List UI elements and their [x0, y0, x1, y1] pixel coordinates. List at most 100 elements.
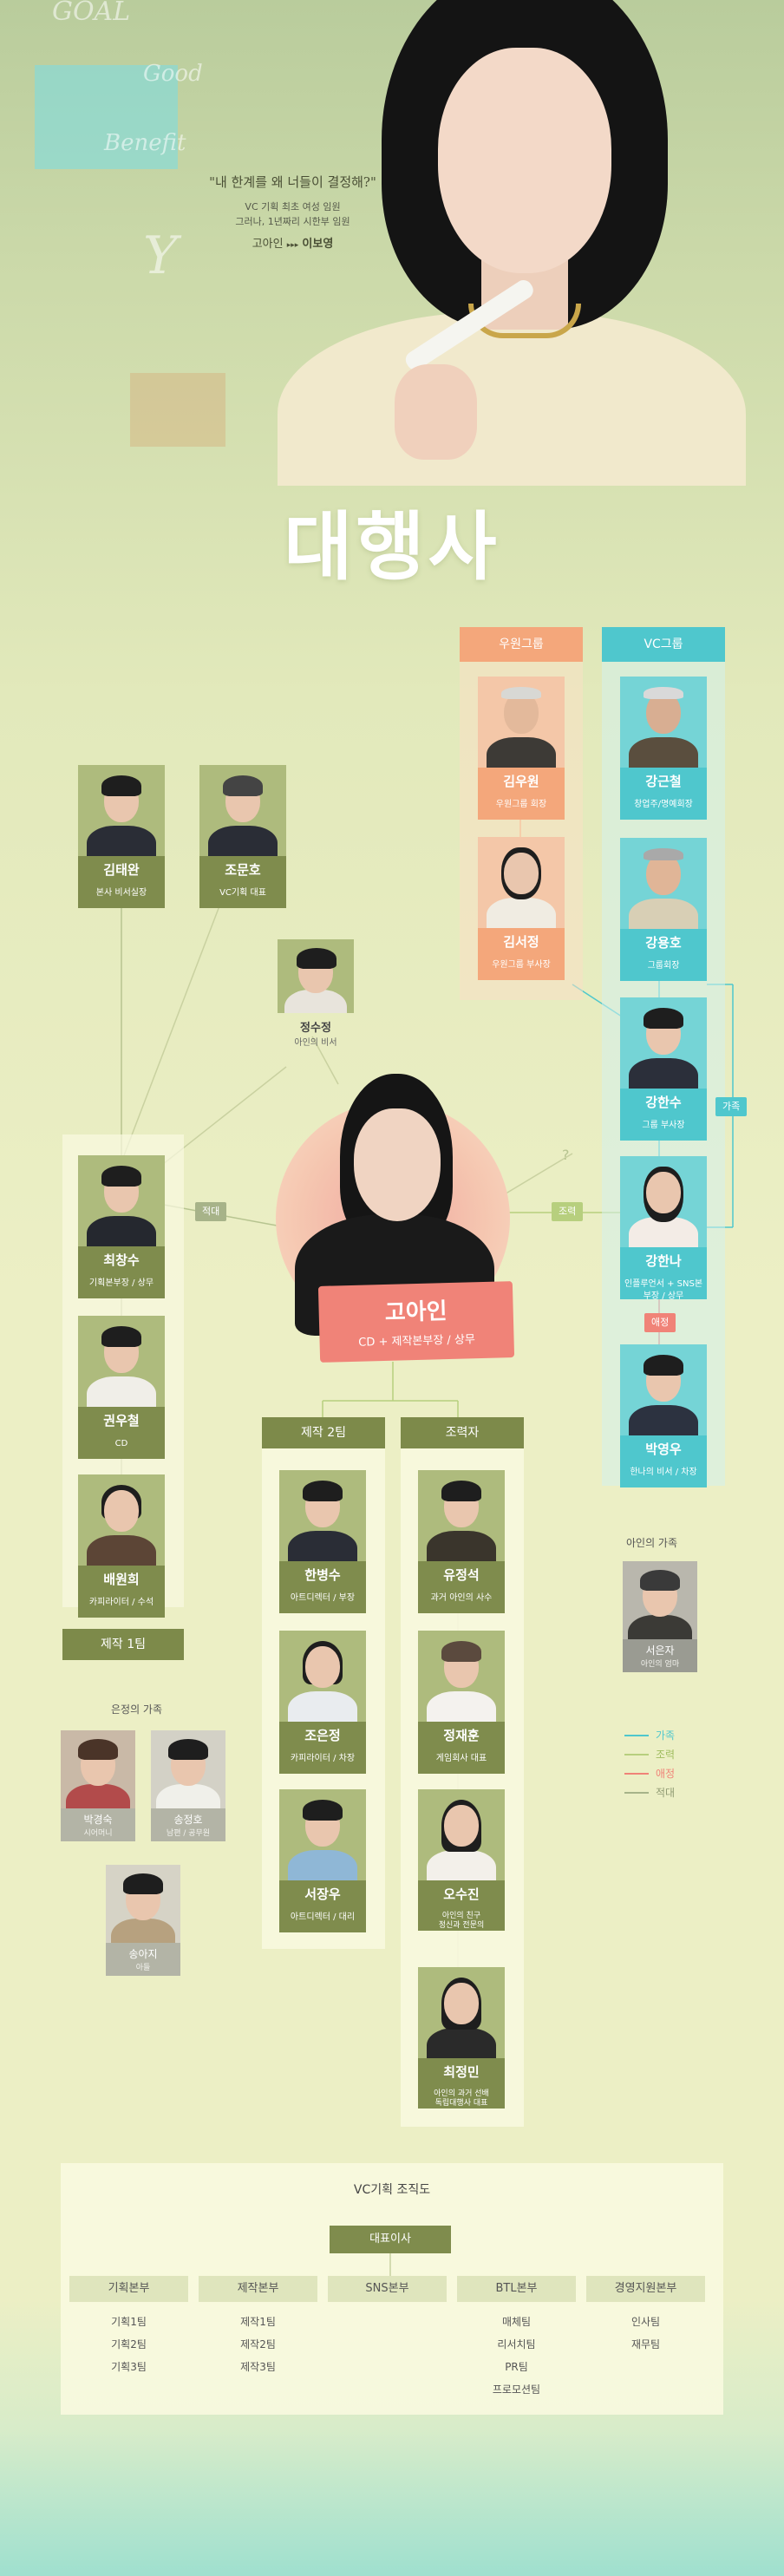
org-team: 프로모션팀 [492, 2383, 541, 2396]
legend-swatch [624, 1735, 649, 1736]
org-team: 제작1팀 [240, 2316, 276, 2328]
character-role: 그룹회장 [647, 961, 680, 971]
character-role: 독립대행사 대표 [434, 2099, 488, 2108]
character-card-song-aji[interactable]: 송아지 아들 [106, 1865, 180, 1976]
box-decoration [130, 373, 225, 447]
legend: 가족 조력 애정 적대 [624, 1726, 675, 1802]
character-card-choi-jungmin[interactable]: 최정민 아인의 과거 선배 독립대행사 대표 [418, 1967, 505, 2109]
character-role: 아인의 엄마 [640, 1660, 680, 1669]
rival-line [121, 862, 237, 1163]
org-team: 인사팀 [630, 2316, 661, 2328]
hero-banner: GOAL Good Benefit Y "내 한계를 왜 너들이 결정해?" V… [0, 0, 784, 486]
character-card-seo-eunja[interactable]: 서은자 아인의 엄마 [623, 1561, 697, 1672]
org-division-header: BTL본부 [457, 2276, 576, 2302]
character-role: 기획본부장 / 상무 [88, 1278, 154, 1288]
character-name: 서장우 [304, 1886, 341, 1902]
character-photo [418, 1470, 505, 1561]
org-team: 리서치팀 [497, 2338, 536, 2350]
character-role: 아인의 비서 [294, 1038, 337, 1048]
character-name: 김우원 [503, 774, 539, 789]
character-card-jung-sujung[interactable]: 정수정 아인의 비서 [278, 939, 354, 1048]
character-card-oh-sujin[interactable]: 오수진 아인의 친구 정신과 전문의 [418, 1789, 505, 1931]
legend-swatch [624, 1773, 649, 1775]
character-photo [478, 837, 565, 928]
character-photo [620, 838, 707, 929]
org-division-header: 기획본부 [69, 2276, 188, 2302]
character-name: 김서정 [503, 934, 539, 950]
character-photo [78, 765, 165, 856]
org-team: 제작2팀 [240, 2338, 276, 2350]
lead-portrait-face [438, 48, 611, 273]
character-card-park-kyungsuk[interactable]: 박경숙 시어머니 [61, 1730, 135, 1841]
character-name: 김태완 [103, 862, 140, 878]
character-photo [61, 1730, 135, 1808]
character-role: CD [114, 1439, 128, 1448]
character-role: 우원그룹 회장 [495, 800, 547, 809]
org-team: 기획1팀 [111, 2316, 147, 2328]
character-name: 송아지 [128, 1948, 158, 1960]
character-name: 박영우 [645, 1442, 682, 1457]
character-role: 아트디렉터 / 대리 [290, 1912, 356, 1922]
character-card-jo-munho[interactable]: 조문호 VC기획 대표 [199, 765, 286, 908]
lead-portrait-body [278, 312, 746, 486]
legend-label: 애정 [656, 1768, 676, 1780]
legend-label: 적대 [656, 1787, 676, 1799]
hero-quote: "내 한계를 왜 너들이 결정해?" [209, 174, 376, 190]
character-photo [78, 1474, 165, 1566]
lead-name-plate[interactable]: 고아인 CD + 제작본부장 / 상무 [317, 1281, 515, 1363]
org-team: 재무팀 [630, 2338, 661, 2350]
ain-family-title: 아인의 가족 [626, 1537, 678, 1549]
lead-role: CD + 제작본부장 / 상무 [358, 1333, 476, 1350]
character-name: 조문호 [225, 862, 261, 878]
legend-label: 조력 [656, 1749, 676, 1761]
character-name: 서은자 [645, 1644, 675, 1657]
legend-label: 가족 [656, 1729, 676, 1742]
character-role: 카피라이터 / 수석 [88, 1598, 154, 1607]
character-role: 정신과 전문의 [438, 1921, 485, 1930]
character-photo [151, 1730, 225, 1808]
character-photo [418, 1967, 505, 2058]
org-division: 기획본부 기획1팀 기획2팀 기획3팀 [69, 2276, 188, 2378]
scribble-text: Good [143, 61, 203, 87]
character-name: 유정석 [443, 1567, 480, 1583]
character-name: 강한수 [645, 1095, 682, 1110]
team2-header: 제작 2팀 [262, 1417, 385, 1448]
legend-swatch [624, 1754, 649, 1755]
org-division: 제작본부 제작1팀 제작2팀 제작3팀 [199, 2276, 317, 2378]
character-card-song-jungho[interactable]: 송정호 남편 / 공무원 [151, 1730, 225, 1841]
character-name: 조은정 [304, 1728, 341, 1743]
scribble-text: GOAL [52, 0, 131, 27]
character-name: 강한나 [645, 1253, 682, 1269]
character-photo [279, 1631, 366, 1722]
character-role: VC기획 대표 [219, 888, 266, 898]
character-photo [478, 677, 565, 768]
legend-item: 적대 [624, 1783, 675, 1802]
hero-desc-line: 그러나, 1년짜리 시한부 임원 [235, 216, 350, 227]
org-team: PR팀 [505, 2361, 528, 2373]
lead-portrait-hand [395, 364, 477, 460]
love-tag: 애정 [644, 1313, 676, 1332]
character-name: 배원희 [103, 1572, 140, 1587]
hero-desc-line: VC 기획 최초 여성 임원 [245, 201, 341, 212]
team1-header: 제작 1팀 [62, 1629, 184, 1660]
character-role: 과거 아인의 사수 [430, 1593, 493, 1603]
character-photo [106, 1865, 180, 1943]
rival-tag: 적대 [195, 1202, 227, 1221]
vc-group-header: VC그룹 [602, 627, 725, 662]
